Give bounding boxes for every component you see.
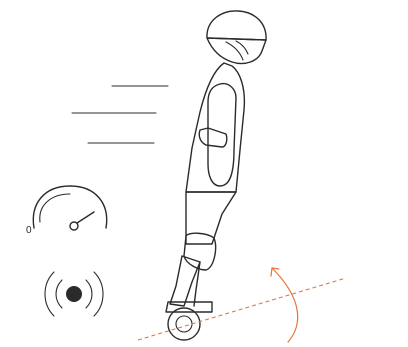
helmet-icon	[207, 11, 266, 64]
sensor-icon	[45, 272, 103, 316]
wheel-icon	[168, 308, 200, 340]
speed-lines-icon	[72, 86, 168, 143]
tilt-arrow	[271, 268, 298, 342]
speedometer-icon: 0	[26, 186, 107, 236]
sensor-dot	[66, 286, 82, 302]
rider-legs	[166, 192, 236, 312]
rider-torso	[186, 63, 244, 192]
speedometer-zero-label: 0	[26, 225, 32, 236]
